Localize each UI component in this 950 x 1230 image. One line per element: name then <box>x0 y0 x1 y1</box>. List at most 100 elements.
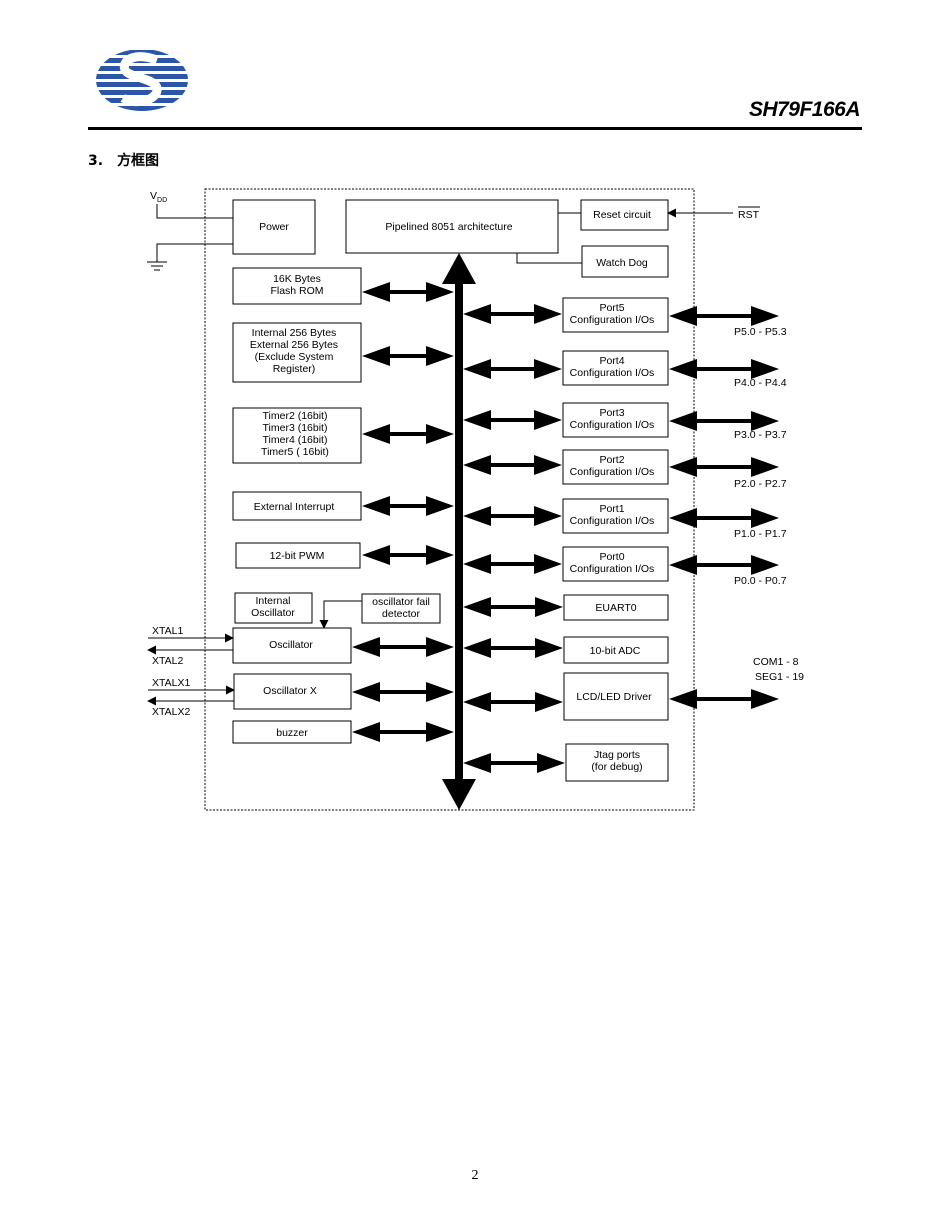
buzzer-label: buzzer <box>276 727 308 739</box>
oscillator-block <box>232 627 352 664</box>
buzzer-block <box>232 720 352 744</box>
pwm-arrow <box>362 545 454 565</box>
euart-bus-arrow <box>463 597 563 617</box>
port1-pin-arrow <box>669 508 779 528</box>
section-title: 方框图 <box>117 153 160 169</box>
watchdog-block <box>581 245 669 278</box>
port2-pin-arrow <box>669 457 779 477</box>
buzzer-arrow <box>352 722 454 742</box>
flash-rom-arrow <box>362 282 454 302</box>
bus-arrow-top <box>442 253 476 284</box>
oscillator-x-label: Oscillator X <box>263 685 317 697</box>
jtag-block <box>565 743 669 782</box>
osc-fail-detector-block <box>361 593 441 624</box>
port4-block <box>562 350 669 386</box>
port3-bus-arrow <box>463 410 562 430</box>
port1-pins: P1.0 - P1.7 <box>734 528 787 540</box>
external-interrupt-label: External Interrupt <box>254 501 335 513</box>
ram-block <box>232 322 362 383</box>
header-rule <box>88 127 862 130</box>
connection-arrows <box>352 282 779 773</box>
lcd-driver-block <box>563 672 669 721</box>
external-interrupt-arrow <box>362 496 454 516</box>
external-interrupt-block <box>232 491 362 521</box>
core-block <box>345 199 559 254</box>
port0-pin-arrow <box>669 555 779 575</box>
xtalx1-label: XTALX1 <box>152 677 190 689</box>
timers-arrow <box>362 424 454 444</box>
watchdog-label: Watch Dog <box>596 257 648 269</box>
adc-bus-arrow <box>463 638 563 658</box>
lcd-driver-pin-arrow <box>669 689 779 709</box>
reset-circuit-label: Reset circuit <box>593 209 651 221</box>
port3-block <box>562 402 669 438</box>
document-title: SH79F166A <box>748 98 861 121</box>
port4-bus-arrow <box>463 359 562 379</box>
port0-block <box>562 546 669 582</box>
core-label: Pipelined 8051 architecture <box>385 221 512 233</box>
com-pins: COM1 - 8 <box>753 656 799 668</box>
bus-arrow-bottom <box>442 779 476 810</box>
euart-block <box>563 594 669 621</box>
adc-label: 10-bit ADC <box>590 645 641 657</box>
chip-boundary <box>204 188 695 811</box>
page-number: 2 <box>471 1168 479 1183</box>
port5-pins: P5.0 - P5.3 <box>734 326 787 338</box>
vdd-line <box>156 204 233 219</box>
pwm-label: 12-bit PWM <box>270 550 325 562</box>
lcd-driver-bus-arrow <box>463 692 563 712</box>
power-label: Power <box>259 221 289 233</box>
port2-pins: P2.0 - P2.7 <box>734 478 787 490</box>
core-watchdog-link <box>516 253 582 264</box>
internal-bus <box>455 283 463 780</box>
euart-label: EUART0 <box>595 602 636 614</box>
section-number: 3. <box>88 153 104 169</box>
internal-oscillator-block <box>234 592 313 624</box>
reset-circuit-block <box>580 199 669 231</box>
flash-rom-block <box>232 267 362 305</box>
port5-bus-arrow <box>463 304 562 324</box>
port5-block <box>562 297 669 333</box>
xtalx2-label: XTALX2 <box>152 706 190 718</box>
xtal2-label: XTAL2 <box>152 655 183 667</box>
xtal1-label: XTAL1 <box>152 625 183 637</box>
port1-bus-arrow <box>463 506 562 526</box>
timers-block <box>232 407 362 464</box>
jtag-label: Jtag ports(for debug) <box>591 749 642 773</box>
port3-pin-arrow <box>669 411 779 431</box>
power-block <box>232 199 316 255</box>
detector-oscillator-link <box>319 600 362 629</box>
oscillator-label: Oscillator <box>269 639 313 651</box>
pwm-block <box>235 542 361 569</box>
port4-pins: P4.0 - P4.4 <box>734 377 787 389</box>
port2-block <box>562 449 669 485</box>
lcd-driver-label: LCD/LED Driver <box>576 691 652 703</box>
oscillator-x-arrow <box>352 682 454 702</box>
port3-pins: P3.0 - P3.7 <box>734 429 787 441</box>
port1-block <box>562 498 669 534</box>
port2-bus-arrow <box>463 455 562 475</box>
jtag-bus-arrow <box>463 753 565 773</box>
ground-line <box>156 243 233 262</box>
port0-bus-arrow <box>463 554 562 574</box>
port0-pins: P0.0 - P0.7 <box>734 575 787 587</box>
vdd-label: VDD <box>150 190 167 204</box>
timers-label: Timer2 (16bit)Timer3 (16bit)Timer4 (16bi… <box>261 410 329 458</box>
port5-pin-arrow <box>669 306 779 326</box>
section-heading: 3. 方框图 <box>88 150 159 170</box>
adc-block <box>563 636 669 664</box>
ram-arrow <box>362 346 454 366</box>
port4-pin-arrow <box>669 359 779 379</box>
seg-pins: SEG1 - 19 <box>755 671 804 683</box>
